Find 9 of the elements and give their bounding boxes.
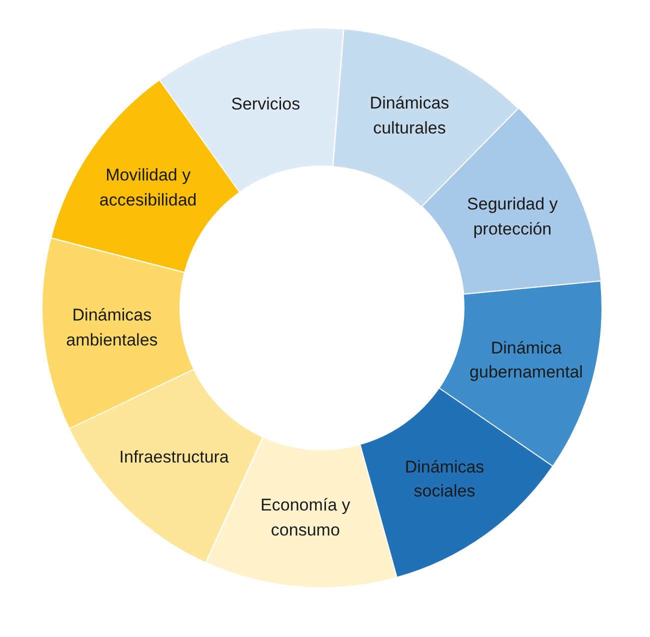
segment-label: Infraestructura	[118, 447, 230, 470]
segment-label: Dinámicas ambientales	[65, 304, 159, 352]
segment-label: Dinámicas culturales	[368, 92, 450, 139]
segment-label: Servicios	[230, 93, 302, 116]
segment-label: Economía y consumo	[260, 494, 352, 542]
segment-label: Seguridad y protección	[466, 194, 559, 240]
segment-label: Dinámicas sociales	[404, 456, 486, 503]
segment-label: Dinámica gubernamental	[468, 337, 584, 384]
segment-label: Movilidad y accesibilidad	[98, 164, 198, 212]
